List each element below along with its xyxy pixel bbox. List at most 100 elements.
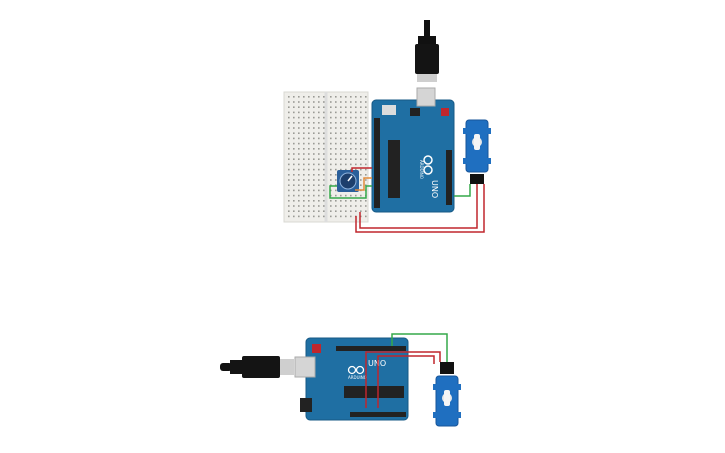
- wire-orange-pot[interactable]: [355, 177, 372, 191]
- breadboard-hole: [335, 101, 337, 103]
- power-jack: [300, 398, 312, 412]
- breadboard-hole: [350, 215, 352, 218]
- breadboard-hole: [330, 174, 332, 176]
- breadboard-hole: [340, 116, 342, 119]
- breadboard-hole: [313, 122, 315, 124]
- breadboard-hole: [345, 205, 347, 207]
- breadboard-hole: [355, 132, 357, 134]
- arduino-board-2[interactable]: UNO ARDUINO: [294, 337, 409, 421]
- breadboard-hole: [365, 158, 367, 160]
- breadboard-hole: [323, 127, 325, 129]
- breadboard-hole: [330, 132, 332, 134]
- micro-servo-2[interactable]: [433, 362, 461, 427]
- breadboard-hole: [335, 168, 337, 171]
- breadboard-hole: [323, 142, 325, 145]
- wires-1[interactable]: [329, 167, 485, 233]
- circuit-1[interactable]: UNO ARDUINO: [283, 20, 491, 233]
- breadboard-hole: [355, 116, 357, 119]
- breadboard-holes: [288, 96, 367, 218]
- breadboard-hole: [313, 142, 315, 145]
- breadboard-hole: [303, 168, 305, 171]
- breadboard[interactable]: [283, 91, 369, 223]
- breadboard-hole: [298, 179, 300, 181]
- breadboard-hole: [308, 148, 310, 150]
- breadboard-hole: [340, 137, 342, 140]
- breadboard-hole: [313, 132, 315, 134]
- breadboard-hole: [318, 137, 320, 140]
- breadboard-hole: [365, 205, 367, 207]
- servo-tab-bottom: [463, 158, 491, 164]
- wire-red-ground[interactable]: [377, 355, 435, 408]
- breadboard-hole: [308, 127, 310, 129]
- wires-2[interactable]: [365, 333, 448, 408]
- wire-green-pot[interactable]: [329, 185, 372, 199]
- breadboard-hole: [313, 127, 315, 129]
- breadboard-hole: [360, 137, 362, 140]
- usb-plug-icon: [280, 359, 294, 375]
- breadboard-hole: [293, 200, 295, 202]
- servo-horn-arm: [444, 390, 450, 406]
- breadboard-hole: [318, 127, 320, 129]
- breadboard-hole: [360, 205, 362, 207]
- arduino-infinity-logo-icon: [347, 365, 365, 375]
- breadboard-hole: [340, 127, 342, 129]
- breadboard-hole: [335, 200, 337, 202]
- breadboard-hole: [298, 210, 300, 212]
- usb-plug-icon: [417, 74, 437, 82]
- breadboard-hole: [340, 122, 342, 124]
- breadboard-hole: [330, 148, 332, 150]
- breadboard-hole: [288, 116, 290, 119]
- breadboard-hole: [365, 116, 367, 119]
- breadboard-hole: [355, 142, 357, 145]
- breadboard-hole: [330, 142, 332, 145]
- breadboard-hole: [318, 210, 320, 212]
- wire-red-power[interactable]: [365, 351, 441, 408]
- breadboard-hole: [323, 205, 325, 207]
- breadboard-hole: [313, 215, 315, 218]
- breadboard-hole: [308, 116, 310, 119]
- breadboard-hole: [303, 132, 305, 134]
- breadboard-hole: [288, 106, 290, 108]
- usb-cable-2[interactable]: [220, 356, 294, 378]
- arduino-board-1[interactable]: UNO ARDUINO: [371, 87, 455, 213]
- breadboard-hole: [365, 127, 367, 129]
- potentiometer[interactable]: [337, 170, 359, 192]
- wire-green-servo[interactable]: [454, 184, 471, 197]
- breadboard-hole: [330, 210, 332, 212]
- reset-button[interactable]: [441, 108, 449, 116]
- breadboard-hole: [318, 163, 320, 166]
- breadboard-hole: [308, 158, 310, 160]
- breadboard-hole: [323, 158, 325, 160]
- breadboard-hole: [298, 137, 300, 140]
- breadboard-hole: [323, 168, 325, 171]
- wire-green-signal[interactable]: [391, 333, 448, 362]
- breadboard-hole: [308, 106, 310, 108]
- breadboard-hole: [360, 148, 362, 150]
- breadboard-hole: [298, 132, 300, 134]
- breadboard-hole: [303, 179, 305, 181]
- usb-cable-1[interactable]: [415, 20, 439, 82]
- breadboard-hole: [288, 205, 290, 207]
- wire-red-servo[interactable]: [359, 184, 478, 229]
- breadboard-hole: [308, 111, 310, 114]
- breadboard-hole: [313, 111, 315, 114]
- micro-servo-1[interactable]: [463, 119, 491, 184]
- breadboard-hole: [293, 137, 295, 140]
- usb-b-jack: [294, 356, 316, 378]
- breadboard-hole: [345, 210, 347, 212]
- breadboard-hole: [345, 127, 347, 129]
- breadboard-hole: [360, 179, 362, 181]
- wire-red-servo-2[interactable]: [355, 184, 485, 233]
- breadboard-hole: [350, 163, 352, 166]
- breadboard-hole: [335, 189, 337, 192]
- breadboard-hole: [355, 96, 357, 98]
- circuit-2[interactable]: UNO ARDUINO: [220, 333, 461, 427]
- breadboard-hole: [293, 168, 295, 171]
- wire-red-pot[interactable]: [351, 167, 372, 172]
- breadboard-hole: [330, 116, 332, 119]
- reset-button[interactable]: [312, 344, 321, 353]
- breadboard-hole: [293, 116, 295, 119]
- breadboard-hole: [298, 111, 300, 114]
- breadboard-hole: [308, 163, 310, 166]
